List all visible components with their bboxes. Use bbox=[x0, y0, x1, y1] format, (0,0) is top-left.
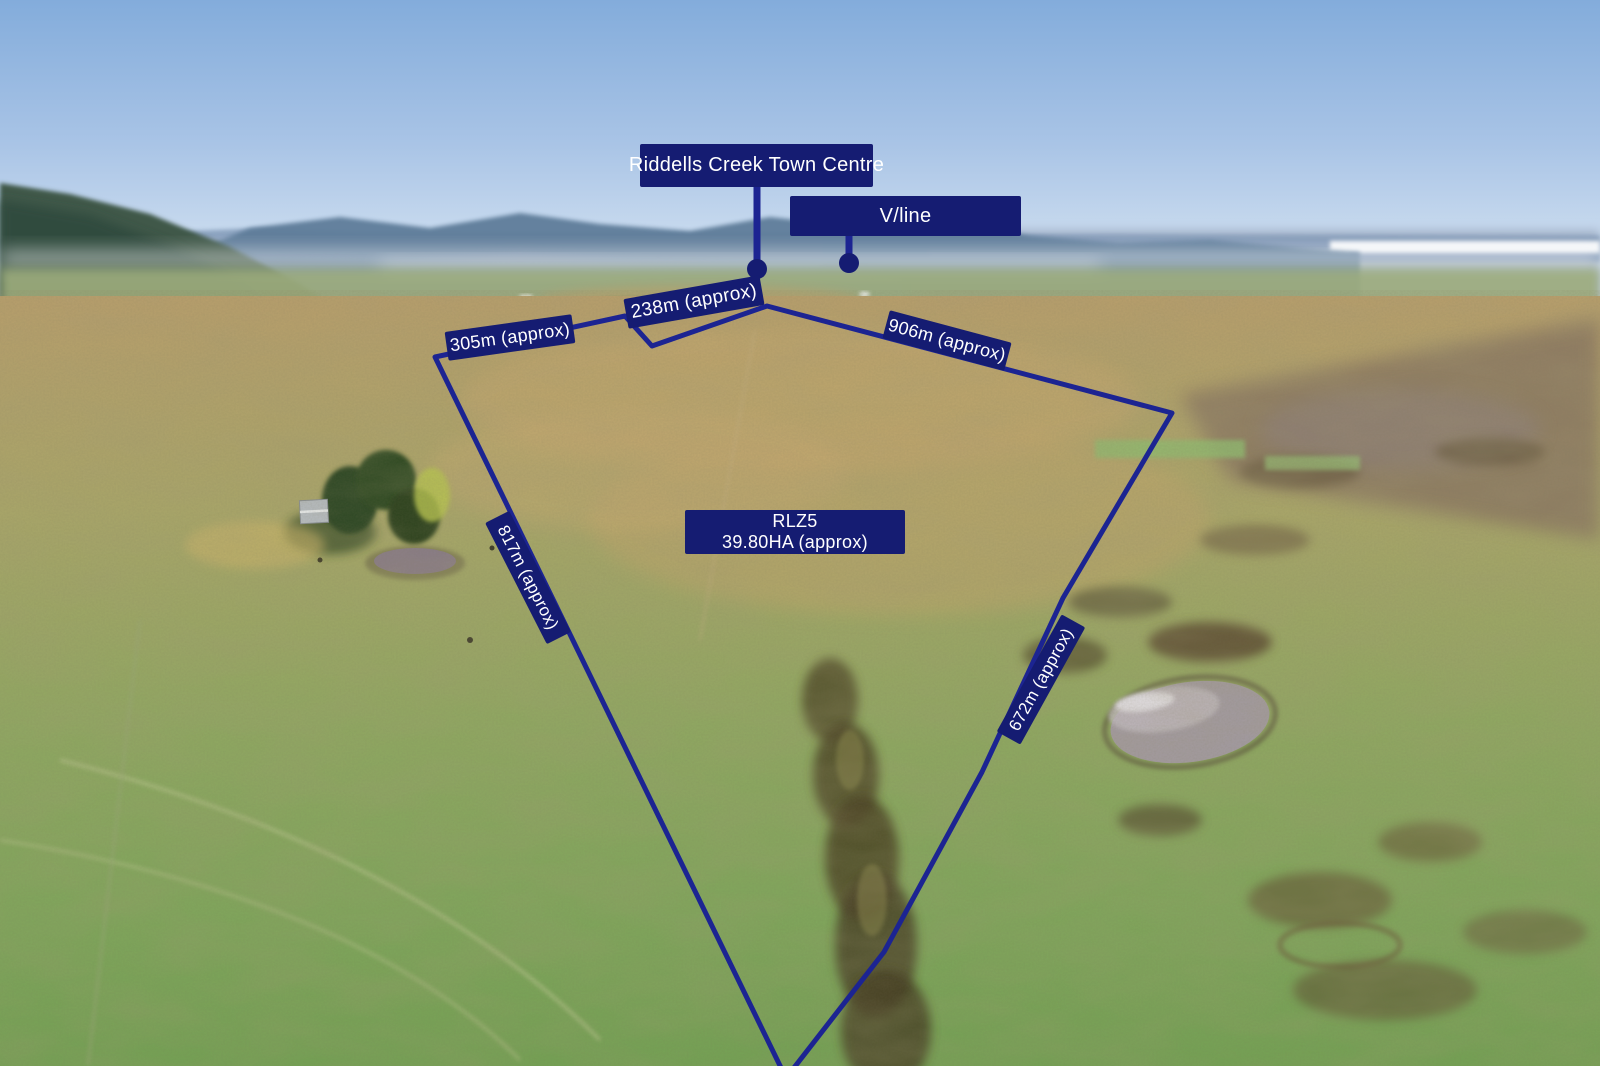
zone-code: RLZ5 bbox=[772, 511, 818, 531]
zone-area: 39.80HA (approx) bbox=[722, 532, 868, 552]
vline-pointer-dot bbox=[839, 253, 859, 273]
town-centre-pointer-dot bbox=[747, 259, 767, 279]
label-town-centre: Riddells Creek Town Centre bbox=[629, 144, 884, 187]
label-vline: V/line bbox=[790, 196, 1021, 236]
zone-area-label: RLZ5 39.80HA (approx) bbox=[685, 510, 905, 554]
property-boundary-line bbox=[432, 303, 1175, 1066]
